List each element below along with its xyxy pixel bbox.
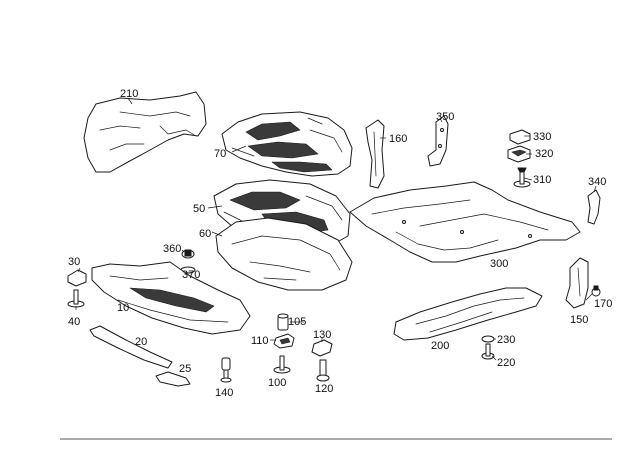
label-300[interactable]: 300 [490,258,508,270]
label-200[interactable]: 200 [431,340,449,352]
label-360[interactable]: 360 [163,243,181,255]
label-110[interactable]: 110 [251,335,269,347]
label-60[interactable]: 60 [199,228,211,240]
part-40-fastener[interactable] [67,289,85,308]
label-160[interactable]: 160 [389,133,407,145]
part-170-fastener[interactable] [591,285,601,297]
part-360-nut[interactable] [181,249,195,259]
part-25-trim-strip[interactable] [155,371,191,387]
part-310-fastener[interactable] [513,167,531,188]
label-30[interactable]: 30 [68,256,80,268]
part-150-bracket[interactable] [565,257,589,309]
label-140[interactable]: 140 [215,387,233,399]
label-50[interactable]: 50 [193,203,205,215]
label-310[interactable]: 310 [533,174,551,186]
label-40[interactable]: 40 [68,316,80,328]
part-105-spacer[interactable] [277,313,289,331]
label-370[interactable]: 370 [182,269,200,281]
label-330[interactable]: 330 [533,131,551,143]
part-340-bracket[interactable] [587,189,601,225]
part-140-bolt[interactable] [220,357,232,383]
part-labels: 210 70 160 350 330 320 310 340 50 60 360… [68,88,612,399]
label-210[interactable]: 210 [120,88,138,100]
part-320-clip[interactable] [507,145,531,163]
part-110-clip[interactable] [273,333,295,349]
part-100-stud[interactable] [273,355,291,374]
part-200-side-panel[interactable] [393,287,543,341]
part-330-clip[interactable] [509,129,531,145]
label-340[interactable]: 340 [588,176,606,188]
label-25[interactable]: 25 [179,363,191,375]
label-20[interactable]: 20 [135,336,147,348]
part-130-clip[interactable] [311,339,333,357]
part-350-bracket[interactable] [427,115,449,167]
part-60-engine-shield[interactable] [215,217,353,291]
part-120-bolt[interactable] [316,359,330,382]
label-130[interactable]: 130 [313,329,331,341]
part-230-washer[interactable] [481,335,495,343]
label-120[interactable]: 120 [315,383,333,395]
label-150[interactable]: 150 [570,314,588,326]
part-300-underbody-panel[interactable] [349,181,581,263]
label-220[interactable]: 220 [497,357,515,369]
label-70[interactable]: 70 [214,148,226,160]
part-20-trim-strip[interactable] [89,325,173,369]
label-105[interactable]: 105 [288,316,306,328]
label-170[interactable]: 170 [594,298,612,310]
label-320[interactable]: 320 [535,148,553,160]
part-210-wheel-arch-liner[interactable] [83,91,207,173]
label-230[interactable]: 230 [497,334,515,346]
label-10[interactable]: 10 [117,302,129,314]
part-30-clip[interactable] [67,269,87,287]
label-100[interactable]: 100 [268,377,286,389]
part-10-front-undertray[interactable] [91,261,251,335]
label-350[interactable]: 350 [436,111,454,123]
part-70-upper-shield[interactable] [221,111,353,177]
part-220-bolt[interactable] [481,343,495,360]
callout-lines [75,97,597,361]
part-160-bracket[interactable] [365,119,385,189]
